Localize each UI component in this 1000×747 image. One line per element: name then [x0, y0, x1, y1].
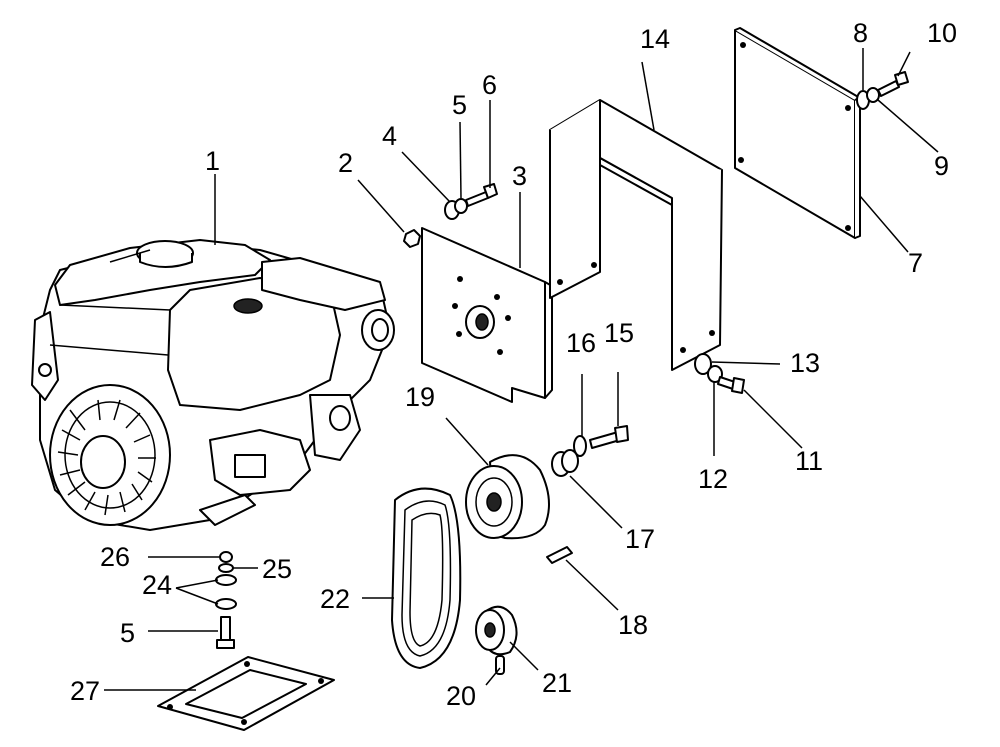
label-11: 11	[795, 446, 823, 476]
label-2: 2	[338, 148, 353, 178]
engine	[31, 239, 395, 531]
label-6: 6	[482, 70, 497, 100]
mounting-plate	[421, 227, 553, 403]
label-25: 25	[262, 554, 292, 584]
leader-lines	[104, 48, 939, 691]
hardware	[215, 71, 909, 675]
label-20: 20	[446, 681, 476, 711]
label-10: 10	[927, 18, 957, 48]
v-belt	[391, 487, 462, 669]
label-1: 1	[205, 146, 220, 176]
label-22: 22	[320, 584, 350, 614]
label-19: 19	[405, 382, 435, 412]
label-13: 13	[790, 348, 820, 378]
label-26: 26	[100, 542, 130, 572]
part-number-labels: 1 2 4 5 6 3 14 8 10 9 7 13 12 11 15 16 1…	[70, 18, 957, 711]
label-9: 9	[934, 151, 949, 181]
large-pulley	[465, 454, 550, 540]
belt-guard-cover	[549, 99, 723, 371]
label-24: 24	[142, 570, 172, 600]
label-14: 14	[640, 24, 670, 54]
label-7: 7	[908, 248, 923, 278]
label-12: 12	[698, 464, 728, 494]
back-plate	[734, 27, 861, 239]
label-21: 21	[542, 668, 572, 698]
label-3: 3	[512, 161, 527, 191]
label-5-lower: 5	[120, 618, 135, 648]
label-8: 8	[853, 18, 868, 48]
label-16: 16	[566, 328, 596, 358]
small-pulley	[475, 605, 518, 656]
base-gasket	[157, 656, 335, 731]
label-15: 15	[604, 318, 634, 348]
label-27: 27	[70, 676, 100, 706]
label-5: 5	[452, 90, 467, 120]
label-17: 17	[625, 524, 655, 554]
label-18: 18	[618, 610, 648, 640]
label-4: 4	[382, 121, 397, 151]
